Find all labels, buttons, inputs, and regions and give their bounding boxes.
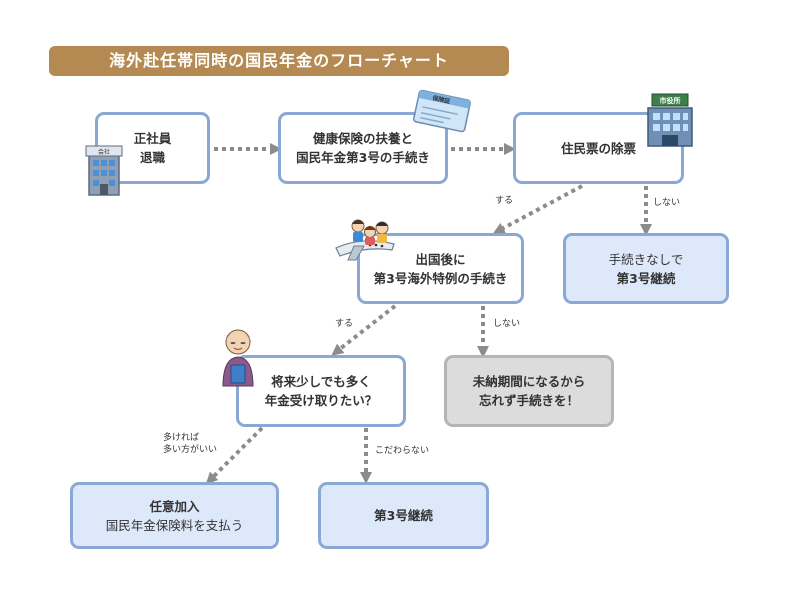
city-hall-icon: 市役所 [647, 93, 693, 147]
node-text: 任意加入 [149, 498, 200, 514]
node-unpaid: 未納期間になるから 忘れず手続きを！ [444, 355, 614, 427]
node-text: 正社員 [133, 131, 172, 146]
edge-label-more-line2: 多い方がいい [163, 445, 218, 455]
node-future: 将来少しでも多く 年金受け取りたい？ [236, 355, 406, 427]
edge-label-special-yes: する [335, 319, 354, 329]
edge-label-more: 多ければ 多い方がいい [163, 432, 217, 456]
node-no-procedure: 手続きなしで 第3号継続 [563, 233, 729, 304]
node-text: 未納期間になるから [472, 374, 586, 389]
edge-label-special-no: しない [493, 319, 521, 329]
card-title-text: 保険証 [431, 94, 451, 106]
node-text: 出国後に [415, 251, 466, 267]
node-continue: 第3号継続 [318, 482, 489, 549]
edge-label-resident-no: しない [653, 198, 681, 208]
node-text: 第3号継続 [616, 270, 676, 286]
node-text: 退職 [139, 150, 165, 165]
arrow-resident-to-departure [492, 184, 583, 234]
office-building-icon: 会社 [85, 145, 123, 196]
family-airplane-icon [335, 219, 395, 261]
node-text: 国民年金第3号の手続き [296, 150, 430, 165]
arrow-future-to-voluntary [205, 426, 264, 485]
node-text: 第3号継続 [374, 508, 433, 523]
node-text: 国民年金保険料を支払う [105, 517, 244, 533]
office-sign-text: 会社 [98, 148, 110, 156]
node-text: 年金受け取りたい？ [264, 393, 378, 408]
hall-sign-text: 市役所 [660, 96, 681, 105]
node-text: 忘れず手続きを！ [478, 393, 579, 408]
node-text: 健康保険の扶養と [312, 131, 413, 146]
node-dependent: 健康保険の扶養と 国民年金第3号の手続き [278, 112, 448, 184]
node-text: 第3号海外特例の手続き [373, 270, 508, 286]
page-title: 海外赴任帯同時の国民年金のフローチャート [49, 46, 509, 76]
node-text: 手続きなしで [608, 251, 684, 267]
edge-label-more-line1: 多ければ [163, 433, 200, 443]
node-voluntary: 任意加入 国民年金保険料を支払う [70, 482, 279, 549]
elderly-woman-icon [222, 329, 254, 387]
insurance-card-icon: 保険証 [413, 89, 471, 133]
edge-label-dont-care: こだわらない [375, 446, 430, 456]
node-text: 住民票の除票 [560, 140, 636, 156]
edge-label-resident-yes: する [495, 196, 514, 206]
node-text: 将来少しでも多く [271, 374, 371, 389]
